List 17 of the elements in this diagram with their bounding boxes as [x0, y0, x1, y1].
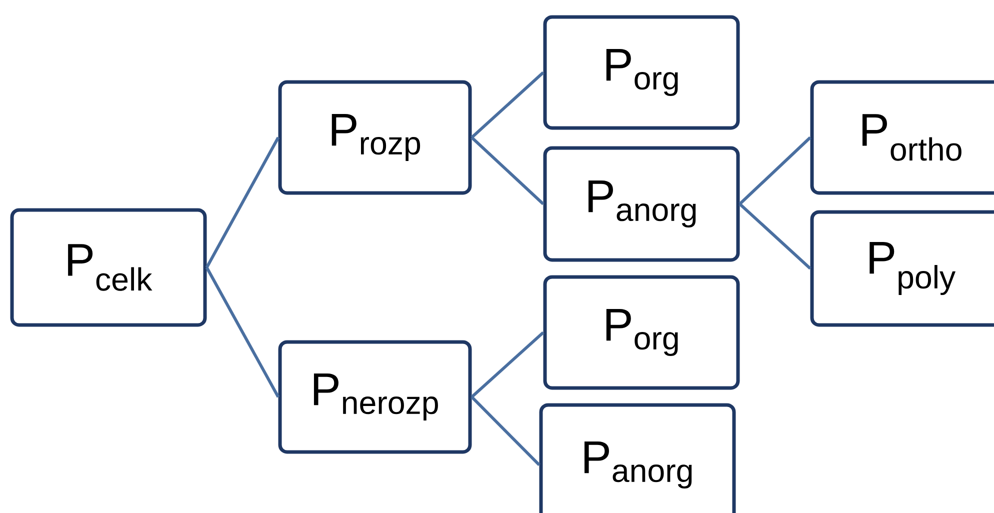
category-box: P$_{ortho}$ — [810, 80, 994, 195]
category-box: P$_{celk}$ — [10, 208, 207, 327]
category-box: P$_{org}$ — [543, 275, 740, 390]
connector-line — [738, 136, 812, 206]
connector-line — [205, 266, 280, 398]
connector-line — [205, 136, 280, 268]
category-box: P$_{anorg}$ — [543, 146, 740, 262]
connector-line — [470, 331, 544, 398]
connector-line — [470, 71, 544, 139]
connector-line — [470, 396, 540, 466]
connector-line — [738, 202, 812, 270]
category-box: P$_{anorg}$ — [539, 403, 736, 513]
category-box: P$_{nerozp}$ — [278, 340, 472, 454]
category-box: P$_{org}$ — [543, 15, 740, 130]
connector-line — [470, 136, 544, 206]
category-box: P$_{poly}$ — [810, 210, 994, 327]
category-box: P$_{rozp}$ — [278, 80, 472, 195]
